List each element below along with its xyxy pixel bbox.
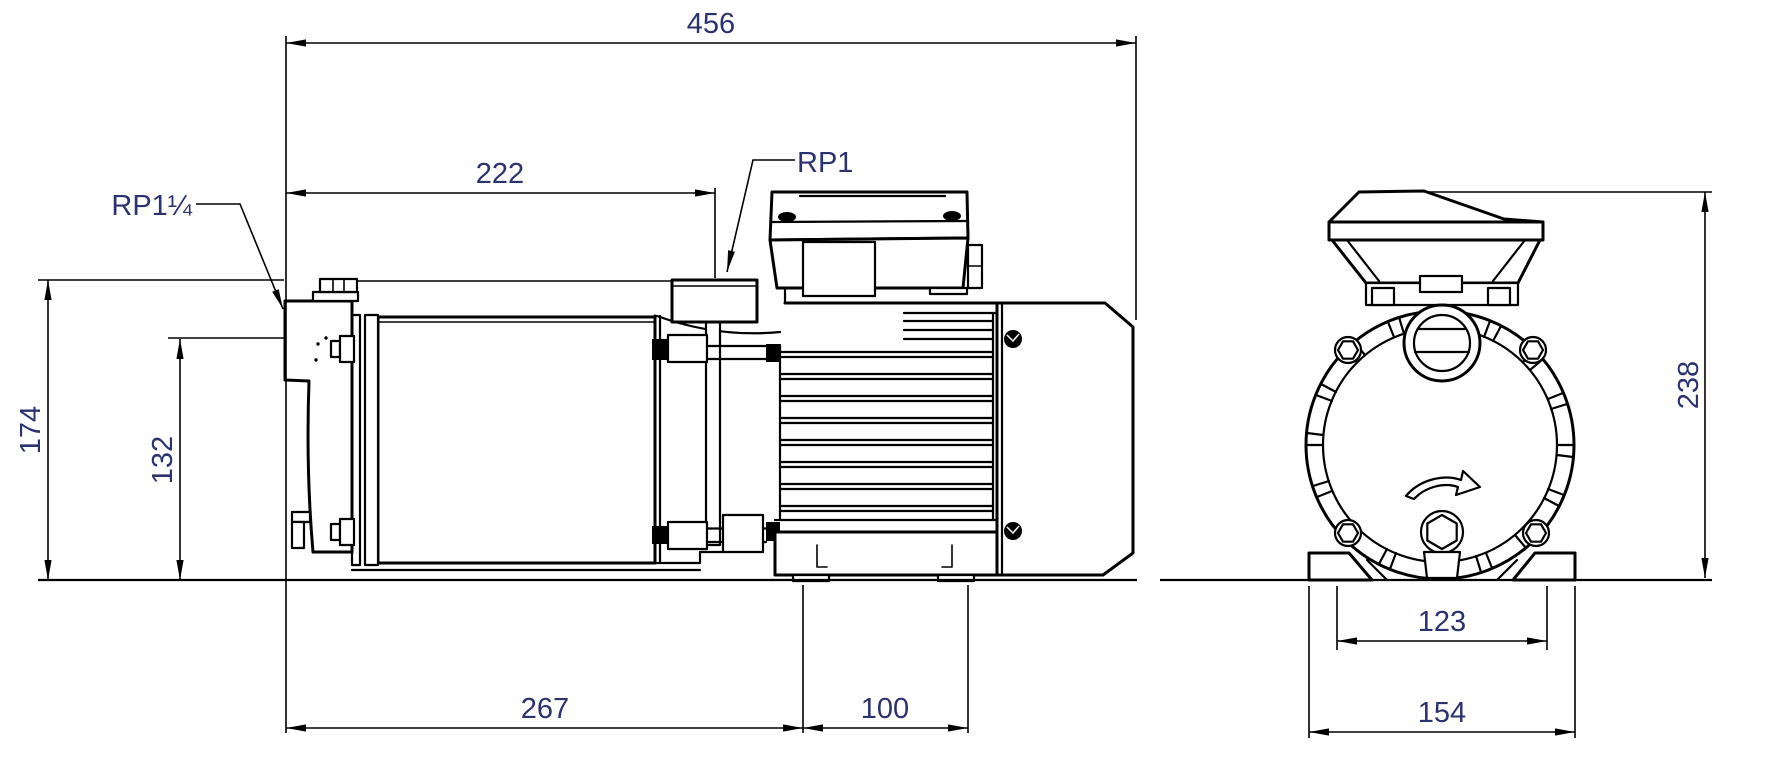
- hex-bolt: [1336, 340, 1360, 360]
- tie-nut: [652, 526, 668, 544]
- casing-bottom-rail: [350, 550, 725, 572]
- terminal-box-front-band: [1327, 220, 1545, 242]
- fan-cover: [995, 301, 1135, 577]
- dimension-arrowheads: [44, 39, 1709, 736]
- fan-cover-screw: [1004, 522, 1022, 540]
- terminal-box-front-top: [1327, 189, 1545, 224]
- cap-boss: [311, 290, 360, 303]
- port-front-inner: [1412, 313, 1472, 373]
- dim-value-overall-height: 238: [1673, 361, 1705, 409]
- tie-nut: [766, 344, 780, 362]
- tie-bolt-head-top: [338, 334, 356, 364]
- terminal-box-cover: [801, 240, 877, 298]
- suction-end-cap: [283, 299, 354, 554]
- terminal-box-screw: [943, 211, 961, 221]
- casing-bolts: [1333, 335, 1551, 548]
- side-view-motor: [721, 190, 1135, 583]
- leader-rp1: [726, 159, 795, 273]
- tie-nut: [652, 339, 668, 360]
- dim-value-foot-spacing: 100: [861, 693, 909, 725]
- cap-top-bolt: [318, 277, 359, 294]
- cap-drain-plug: [290, 520, 306, 550]
- leader-rp114: [196, 203, 284, 310]
- dim-value-to-discharge: 222: [476, 158, 524, 190]
- front-foot-right: [1511, 551, 1577, 582]
- label-discharge-port: RP1: [797, 147, 853, 179]
- terminal-box-screw: [778, 212, 796, 222]
- dim-value-to-foot-hole: 267: [521, 693, 569, 725]
- hex-bolt: [1524, 523, 1548, 543]
- terminal-box-top: [768, 190, 970, 242]
- motor-foot: [773, 530, 999, 577]
- hex-bolt: [1521, 340, 1545, 360]
- drain-plug-hex: [1426, 513, 1458, 551]
- front-foot-left: [1307, 551, 1374, 582]
- dim-value-overall-length: 456: [687, 8, 735, 40]
- stage-flange: [363, 313, 380, 567]
- dim-value-front-foot-width: 154: [1418, 697, 1466, 729]
- motor-upper-fins: [902, 311, 999, 341]
- lantern-foot-block: [721, 513, 765, 554]
- dim-value-front-hole-spacing: 123: [1418, 606, 1466, 638]
- label-suction-port: RP1¼: [111, 190, 192, 222]
- hex-bolt: [1336, 523, 1360, 543]
- dim-value-tie-bolt-height: 132: [147, 436, 179, 484]
- tie-bolt-head-bottom: [338, 517, 356, 547]
- motor-cooling-fins: [778, 350, 995, 513]
- discharge-port: [670, 278, 759, 324]
- side-view-pump: [283, 277, 782, 572]
- dimension-lines: [38, 36, 1712, 738]
- dimension-labels: 456 222 267 100 174 132 238 123 154 RP1 …: [15, 8, 1705, 729]
- dim-value-suction-height: 174: [15, 406, 47, 454]
- fan-cover-screw: [1004, 330, 1022, 348]
- stage-casing: [376, 315, 657, 565]
- front-view: [1304, 189, 1577, 582]
- rotation-arrow-icon: [1404, 469, 1482, 501]
